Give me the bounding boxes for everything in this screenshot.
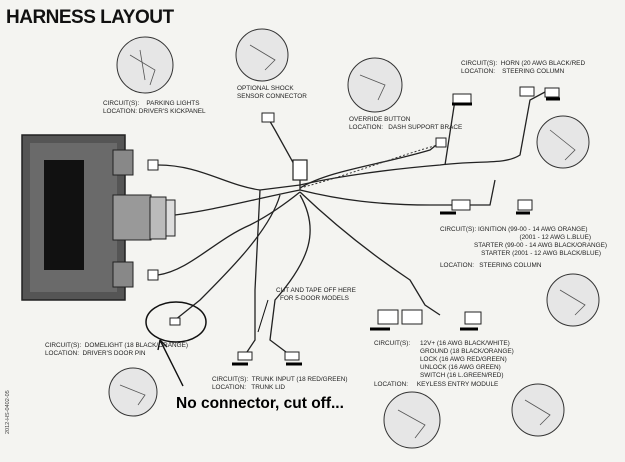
starter-2001-label: STARTER (2001 - 12 AWG BLACK/BLUE) (481, 250, 601, 257)
override-wire (299, 144, 439, 189)
ignition-circuit-label: CIRCUIT(S): IGNITION (99-00 - 14 AWG ORA… (440, 226, 588, 233)
horn-location-label: LOCATION: STEERING COLUMN (461, 68, 565, 75)
shock-sensor-label: OPTIONAL SHOCK (237, 85, 294, 92)
location-illustrations (108, 28, 600, 449)
trunk-location-label: LOCATION: TRUNK LID (212, 384, 286, 391)
side-reference-text: 2012-HS-0402-05 (5, 390, 11, 434)
cut-tape-label: CUT AND TAPE OFF HERE (276, 287, 356, 294)
ignition-location-label: LOCATION: STEERING COLUMN (440, 262, 542, 269)
keyless-ground-label: GROUND (18 BLACK/ORANGE) (420, 348, 514, 355)
trunk-circuit-label: CIRCUIT(S): TRUNK INPUT (18 RED/GREEN) (212, 376, 348, 383)
parking-location-label: LOCATION: DRIVER'S KICKPANEL (103, 108, 206, 115)
shock-sensor-relay (292, 159, 308, 181)
keyless-12v-label: 12V+ (16 AWG BLACK/WHITE) (420, 340, 510, 347)
cut-tape-label-2: FOR 5-DOOR MODELS (280, 295, 349, 302)
horn-circuit-label: CIRCUIT(S): HORN (20 AWG BLACK/RED (461, 60, 586, 67)
keyless-switch-label: SWITCH (16 L.GREEN/RED) (420, 372, 504, 379)
keyless-location-label: LOCATION: KEYLESS ENTRY MODULE (374, 381, 499, 388)
note-arrow (157, 339, 184, 387)
parking-circuit-label: CIRCUIT(S): PARKING LIGHTS (103, 100, 200, 107)
override-location-label: LOCATION: DASH SUPPORT BRACE (349, 124, 463, 131)
page-title: HARNESS LAYOUT (6, 7, 174, 28)
keyless-unlock-label: UNLOCK (16 AWG GREEN) (420, 364, 501, 371)
wire-connectors (169, 86, 560, 361)
cut-off-circle (145, 301, 207, 343)
illustration-sketch (119, 44, 586, 439)
control-module (21, 134, 176, 301)
connector-bars (232, 97, 560, 366)
cut-off-note: No connector, cut off... (176, 395, 344, 412)
shock-sensor-label-2: SENSOR CONNECTOR (237, 93, 307, 100)
starter-9900-label: STARTER (99-00 - 14 AWG BLACK/ORANGE) (473, 242, 607, 249)
wire-harness (157, 91, 546, 356)
keyless-circuit-label: CIRCUIT(S): (374, 340, 411, 347)
dome-circuit-label: CIRCUIT(S): DOMELIGHT (18 BLACK/ORANGE) (45, 342, 189, 349)
override-label: OVERRIDE BUTTON (349, 116, 411, 123)
dome-location-label: LOCATION: DRIVER'S DOOR PIN (45, 350, 146, 357)
cut-indicator-line (257, 299, 269, 333)
keyless-lock-label: LOCK (16 AWG RED/GREEN) (420, 356, 507, 363)
ignition-2001-label: (2001 - 12 AWG L.BLUE) (519, 234, 591, 241)
